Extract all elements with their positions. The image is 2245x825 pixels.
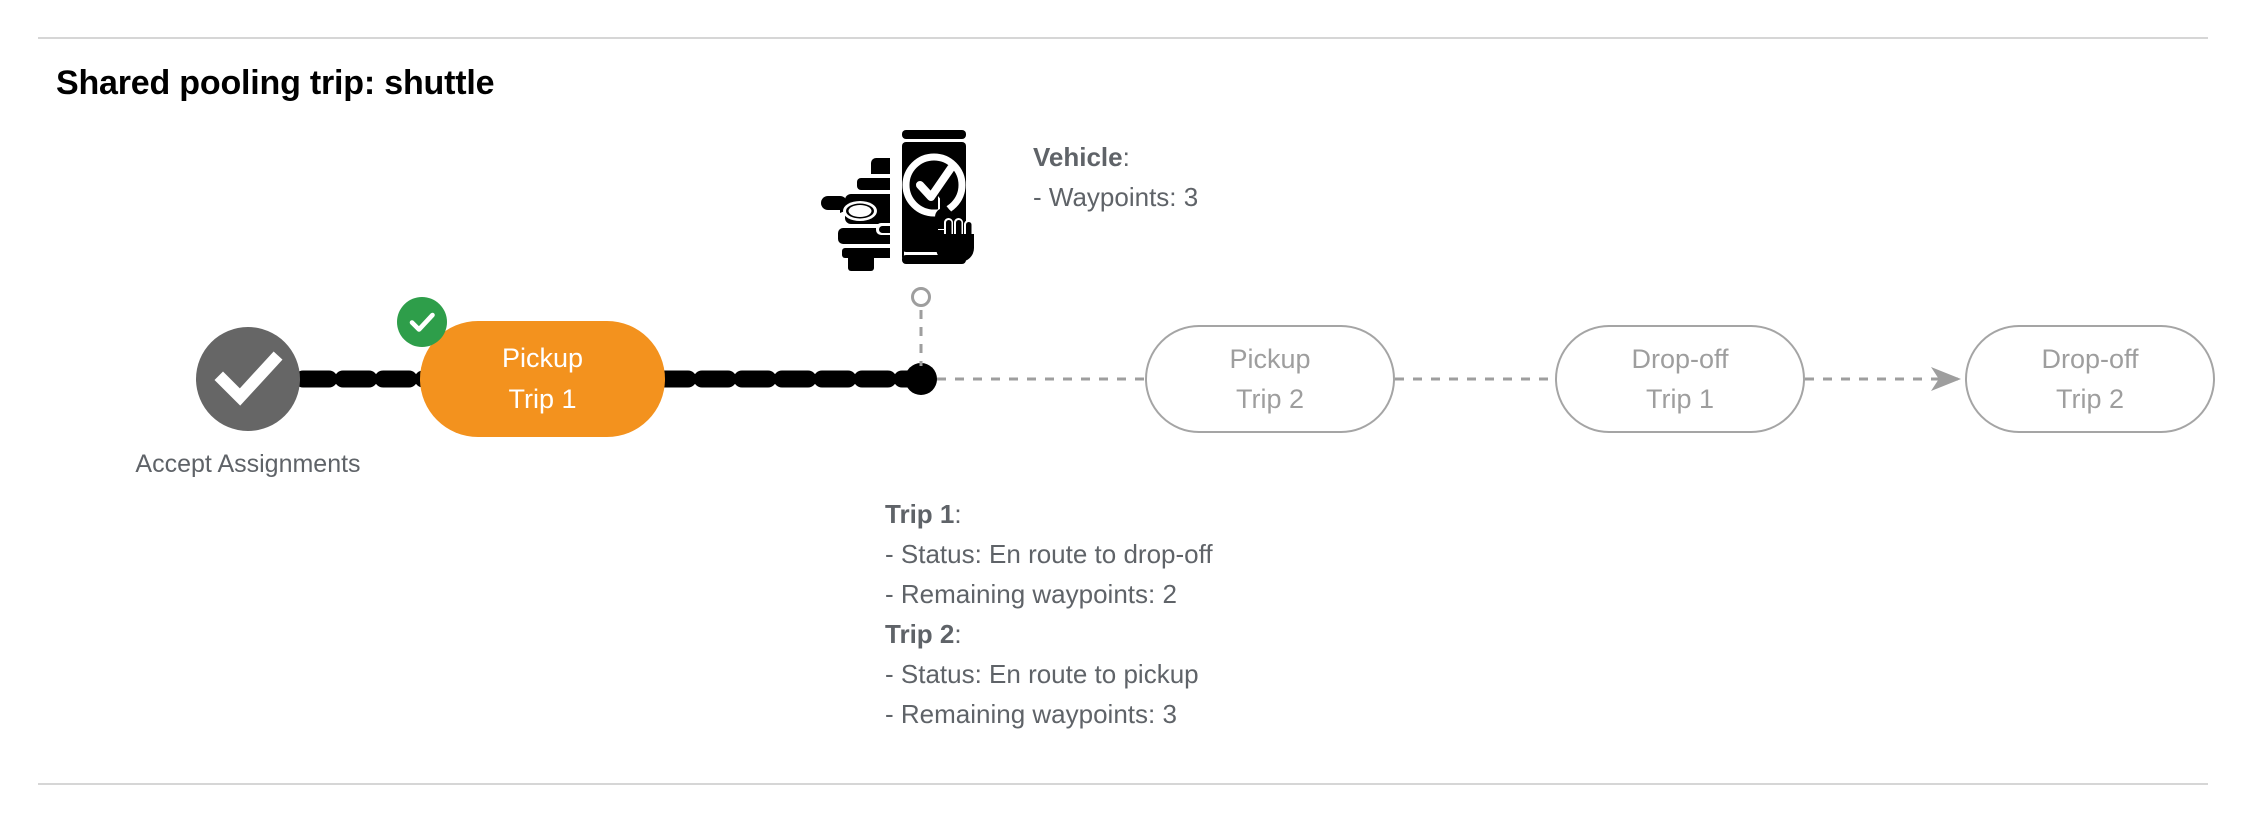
- trip-2-status-line: - Status: En route to pickup: [885, 659, 1199, 689]
- vehicle-heading-colon: :: [1122, 142, 1130, 172]
- trip-2-waypoints-line: - Remaining waypoints: 3: [885, 699, 1177, 729]
- page-title: Shared pooling trip: shuttle: [56, 64, 495, 102]
- trip-2-heading-text: Trip 2: [885, 619, 955, 649]
- start-node-label-line2: Assignments: [217, 450, 361, 478]
- timeline-step-active-pickup-trip-1[interactable]: Pickup Trip 1: [420, 321, 665, 437]
- trip-details-block: Trip 1: - Status: En route to drop-off -…: [885, 494, 1213, 734]
- pill-0-line2: Trip 2: [1235, 384, 1304, 414]
- trip-1-waypoints-line: - Remaining waypoints: 2: [885, 579, 1177, 609]
- trip-1-heading: Trip 1:: [885, 494, 1213, 534]
- divider-top: [38, 37, 2208, 39]
- trip-1-status-line: - Status: En route to drop-off: [885, 539, 1213, 569]
- check-icon: [409, 312, 435, 332]
- timeline-node-accept-assignments[interactable]: [196, 327, 300, 431]
- pill-0-line1: Pickup: [1229, 344, 1311, 374]
- timeline-step-dropoff-trip-1[interactable]: Drop-off Trip 1: [1555, 325, 1805, 433]
- start-node-label: Accept Assignments: [98, 444, 398, 484]
- start-node-label-line1: Accept: [135, 450, 212, 478]
- vehicle-info-block: Vehicle: - Waypoints: 3: [1033, 137, 1198, 217]
- trip-1-heading-text: Trip 1: [885, 499, 955, 529]
- check-circle-icon: [214, 351, 283, 406]
- pill-2-line2: Trip 2: [2055, 384, 2124, 414]
- active-step-line1: Pickup: [501, 343, 584, 373]
- car-phone-check-glyph: [821, 128, 974, 272]
- trip-1-heading-colon: :: [954, 499, 962, 529]
- vehicle-leader-anchor: [911, 287, 931, 307]
- vehicle-heading-text: Vehicle: [1033, 142, 1123, 172]
- vehicle-waypoints-line: - Waypoints: 3: [1033, 182, 1199, 212]
- pill-2-line1: Drop-off: [2041, 344, 2139, 374]
- trip-2-heading: Trip 2:: [885, 614, 1213, 654]
- active-step-line2: Trip 1: [508, 384, 577, 414]
- check-badge-icon: [397, 297, 447, 347]
- timeline-step-dropoff-trip-2[interactable]: Drop-off Trip 2: [1965, 325, 2215, 433]
- vehicle-position-dot: [905, 363, 937, 395]
- divider-bottom: [38, 783, 2208, 785]
- trip-2-heading-colon: :: [954, 619, 962, 649]
- car-phone-check-icon: [818, 122, 978, 272]
- pill-1-line2: Trip 1: [1645, 384, 1714, 414]
- pill-1-line1: Drop-off: [1631, 344, 1729, 374]
- timeline-step-pickup-trip-2[interactable]: Pickup Trip 2: [1145, 325, 1395, 433]
- vehicle-info-heading: Vehicle:: [1033, 137, 1198, 177]
